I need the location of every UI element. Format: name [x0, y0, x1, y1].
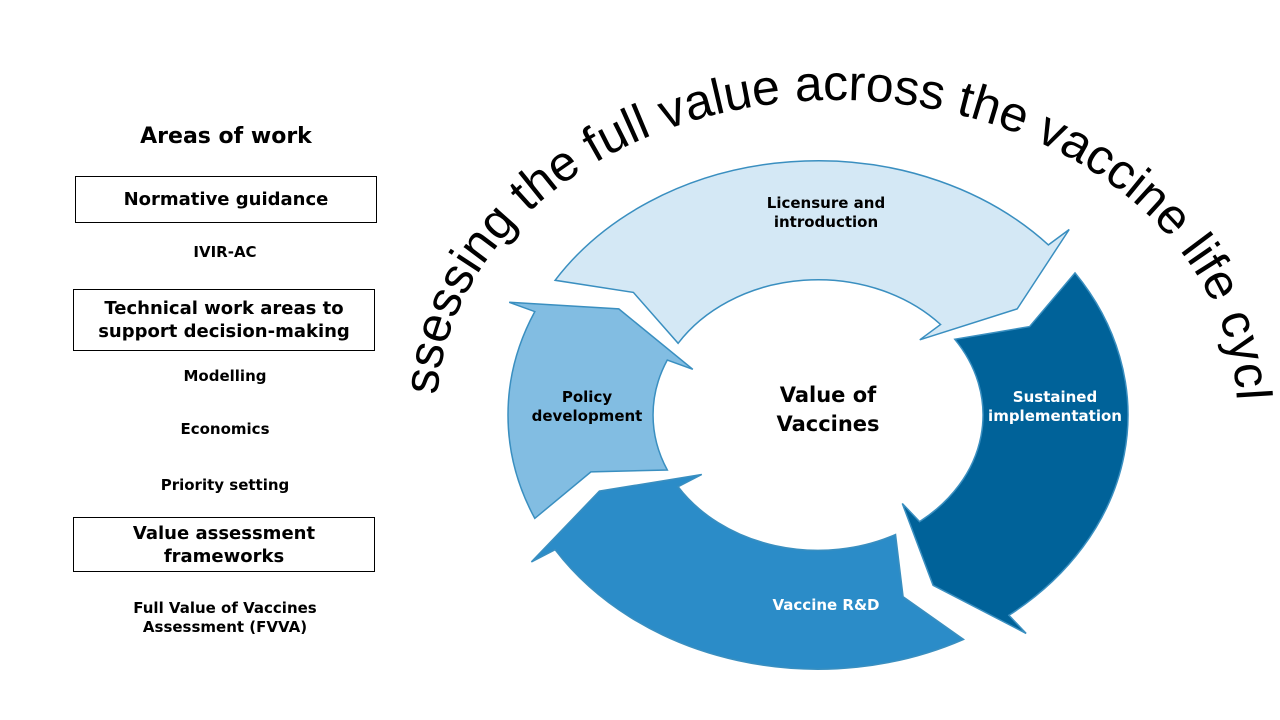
- policy-development-segment: [507, 301, 694, 520]
- technical-work-areas-label: Technical work areas to support decision…: [98, 298, 350, 342]
- areas-of-work-title: Areas of work: [140, 124, 312, 149]
- sustained-implementation-segment: [901, 271, 1129, 635]
- value-assessment-frameworks-box: Value assessment frameworks: [73, 517, 375, 572]
- economics-label: Economics: [180, 420, 270, 438]
- vaccine-rd-segment: [530, 473, 966, 670]
- value-assessment-frameworks-label: Value assessment frameworks: [132, 522, 316, 567]
- modelling-label: Modelling: [183, 367, 267, 385]
- cycle-segments: [507, 160, 1129, 670]
- fvva-label: Full Value of Vaccines Assessment (FVVA): [133, 599, 317, 636]
- ivir-ac-label: IVIR-AC: [193, 243, 257, 261]
- vaccine-rd-label: Vaccine R&D: [773, 596, 880, 614]
- technical-work-areas-box: Technical work areas to support decision…: [73, 289, 375, 351]
- licensure-segment: [553, 160, 1070, 345]
- areas-of-work-panel: Areas of work Normative guidance IVIR-AC…: [0, 0, 460, 720]
- priority-setting-label: Priority setting: [160, 476, 290, 494]
- normative-guidance-label: Normative guidance: [123, 189, 329, 210]
- normative-guidance-box: Normative guidance: [75, 176, 377, 223]
